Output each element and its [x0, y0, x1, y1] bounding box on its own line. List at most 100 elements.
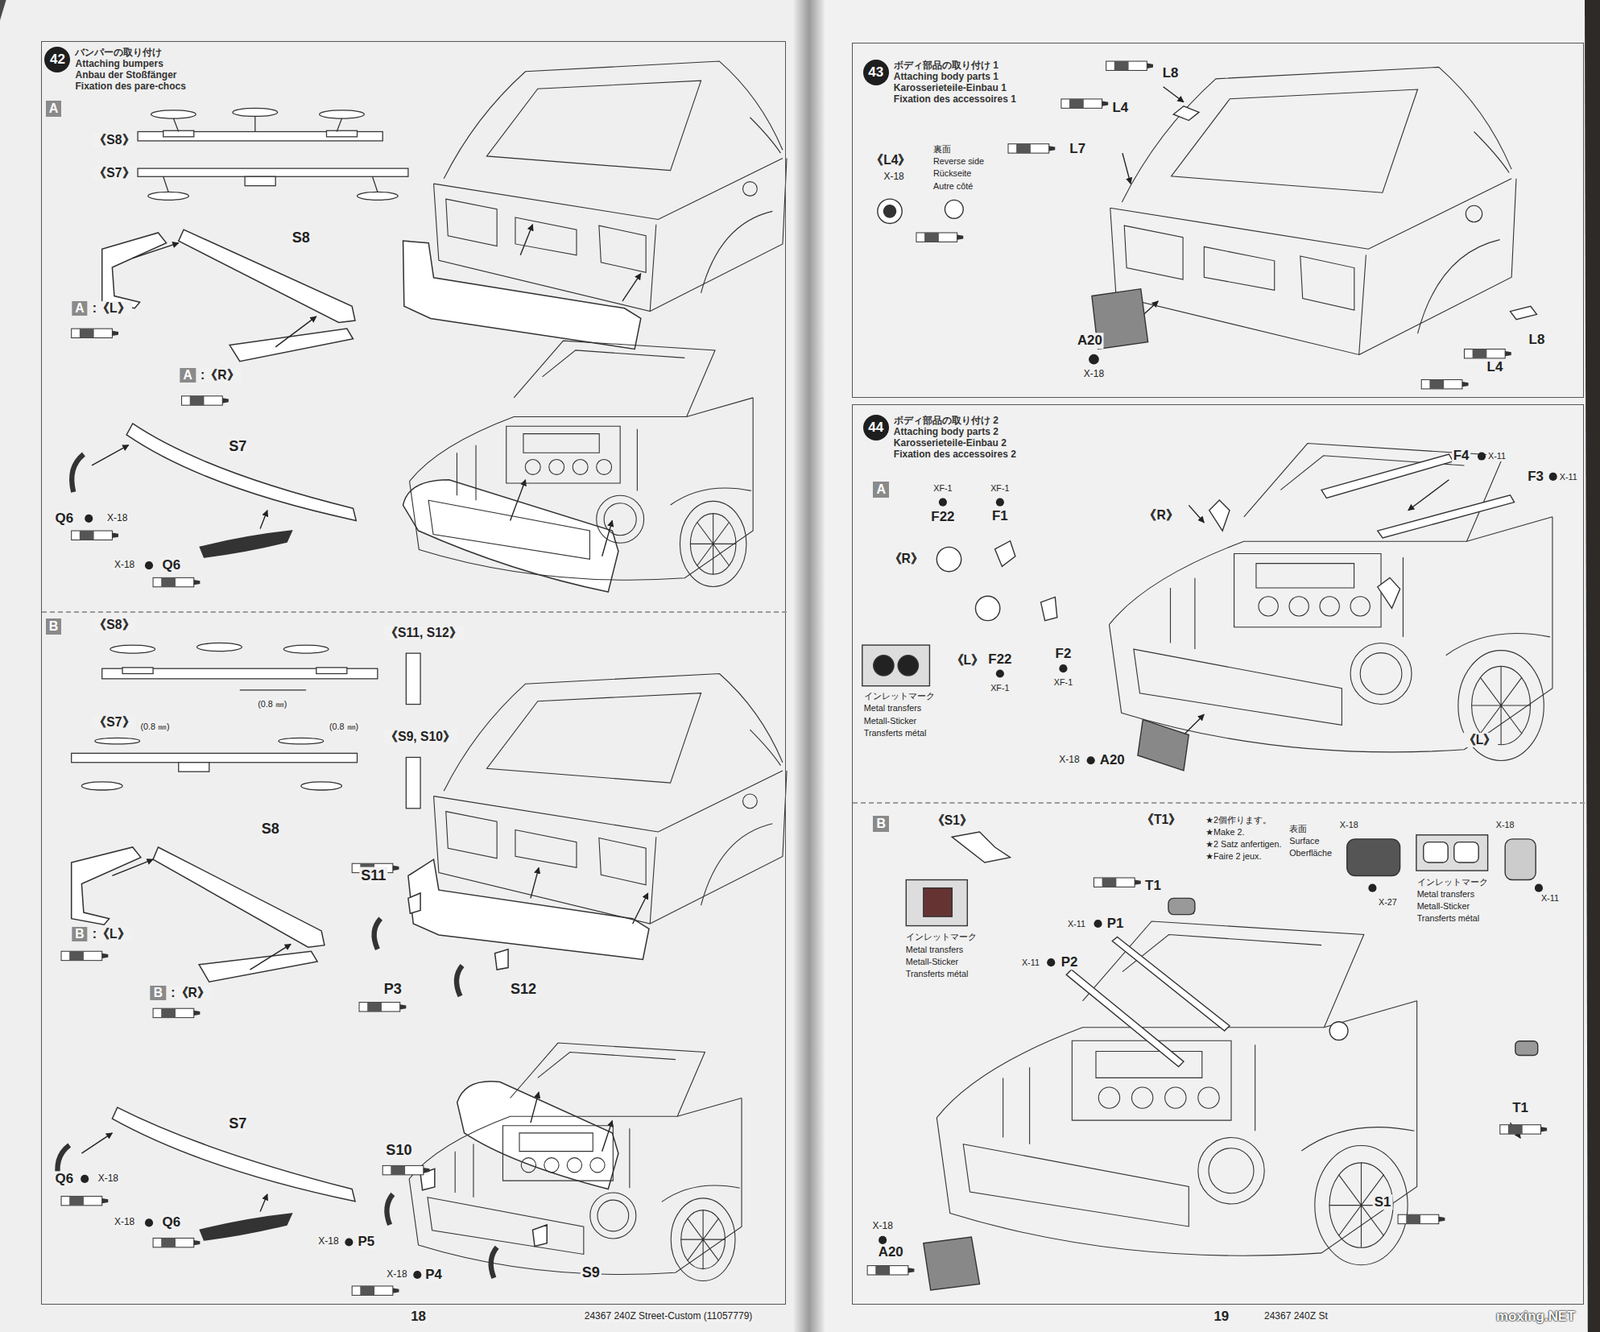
step-title: Fixation des pare-chocs	[74, 80, 186, 92]
drawing-circle	[1093, 919, 1102, 928]
part-label: F22	[986, 651, 1013, 667]
drawing-path	[111, 859, 153, 876]
part-label: S8	[260, 820, 282, 838]
sub-step-letter: A	[45, 100, 63, 117]
drawing-path	[1377, 495, 1515, 538]
part-label: X-11	[1486, 450, 1508, 461]
drawing-path	[1173, 106, 1199, 121]
drawing-use	[71, 530, 119, 540]
drawing-use	[1500, 1124, 1547, 1134]
drawing-rect	[793, 0, 825, 1332]
step-number: 44	[863, 414, 889, 441]
drawing-path	[1509, 305, 1537, 319]
drawing-path	[178, 229, 356, 323]
drawing-ellipse	[301, 781, 343, 790]
part-label: 24367 240Z Street-Custom (11057779)	[582, 1310, 755, 1323]
part-label: P5	[356, 1233, 377, 1249]
sub-step-letter: A	[872, 481, 889, 498]
part-label: F2	[1054, 646, 1074, 662]
drawing-circle	[936, 546, 961, 571]
drawing-path	[199, 530, 292, 558]
drawing-circle	[883, 205, 896, 218]
part-label: P1	[1105, 915, 1126, 931]
part-label: Metal transfers	[862, 702, 923, 713]
part-label: Reverse side	[931, 156, 986, 166]
drawing-use	[359, 1002, 406, 1012]
drawing-use	[1008, 144, 1055, 153]
step-title: Fixation des accessoires 2	[893, 448, 1017, 460]
step-title: Karosserieteile-Einbau 1	[893, 82, 1017, 94]
drawing-rect	[1423, 842, 1448, 863]
part-label: ★Make 2.	[1203, 826, 1246, 837]
part-label: P4	[423, 1266, 444, 1282]
part-label: Metall-Sticker	[862, 715, 918, 725]
step-title: Attaching bumpers	[74, 57, 186, 70]
part-label: 《S8》	[91, 132, 137, 148]
drawing-path	[995, 541, 1016, 567]
bumper-parts	[57, 229, 650, 1278]
drawing-circle	[1549, 472, 1558, 481]
drawing-rect	[244, 176, 276, 186]
part-label: 《S1》	[930, 813, 975, 828]
part-label: Q6	[53, 1170, 76, 1187]
part-label: XF-1	[1052, 676, 1075, 687]
part-label: 18	[409, 1308, 428, 1324]
part-label: Rückseite	[931, 168, 973, 178]
part-label: インレットマーク	[904, 931, 979, 942]
drawing-path	[126, 423, 356, 521]
drawing-path	[1137, 719, 1189, 771]
part-label: X-11	[1539, 893, 1561, 903]
part-label: L8	[1527, 331, 1547, 348]
part-label: A20	[1075, 333, 1104, 349]
drawing-circle	[996, 498, 1005, 507]
part-label: S8	[290, 229, 312, 247]
part-label: :《R》	[198, 367, 242, 383]
part-label: X-11	[1558, 471, 1580, 482]
part-label: 《L4》	[868, 152, 913, 168]
drawing-path	[260, 510, 268, 530]
part-label: X-18	[1057, 754, 1081, 766]
drawing-use	[409, 1042, 742, 1281]
drawing-use	[152, 1008, 200, 1018]
part-label: Transferts métal	[904, 968, 971, 979]
part-label: X-11	[1020, 957, 1042, 968]
drawing-path	[1188, 504, 1204, 523]
drawing-path	[71, 847, 141, 925]
drawing-path	[91, 445, 129, 466]
drawing-use	[936, 921, 1417, 1266]
drawing-rect	[122, 667, 153, 674]
drawing-circle	[84, 514, 93, 523]
drawing-use	[61, 1195, 108, 1205]
drawing-ellipse	[81, 781, 123, 790]
part-label: P2	[1059, 954, 1080, 970]
part-label: S1	[1372, 1194, 1394, 1210]
drawing-path	[532, 1224, 547, 1247]
drawing-circle	[877, 198, 902, 224]
drawing-path	[1122, 152, 1131, 184]
step-title: ボディ部品の取り付け 2	[893, 414, 1017, 426]
parts-sprues	[71, 107, 421, 808]
drawing-rect	[1515, 1041, 1538, 1056]
drawing-path	[374, 918, 381, 950]
part-label: S10	[384, 1141, 414, 1159]
part-label: Metal transfers	[1415, 888, 1476, 899]
drawing-path	[923, 1236, 980, 1290]
part-label: (0.8 ㎜)	[139, 721, 172, 732]
drawing-circle	[1534, 884, 1543, 893]
drawing-rect	[1168, 897, 1195, 914]
drawing-rect	[905, 880, 968, 927]
step-panel: 42バンパーの取り付けAttaching bumpersAnbau der St…	[41, 41, 786, 1305]
drawing-path	[163, 176, 378, 192]
part-label: :《L》	[90, 301, 133, 316]
part-label: T1	[1510, 1099, 1530, 1116]
part-label: F4	[1451, 448, 1472, 464]
part-label: 《S7》	[91, 165, 137, 181]
drawing-path	[495, 949, 509, 970]
drawing-path	[632, 893, 649, 924]
part-label: Autre côté	[931, 180, 975, 191]
heading-lines: バンパーの取り付けAttaching bumpersAnbau der Stoß…	[74, 46, 186, 92]
drawing-path	[199, 1213, 292, 1241]
sub-step-tag: A	[179, 367, 195, 383]
drawing-path	[132, 243, 179, 259]
